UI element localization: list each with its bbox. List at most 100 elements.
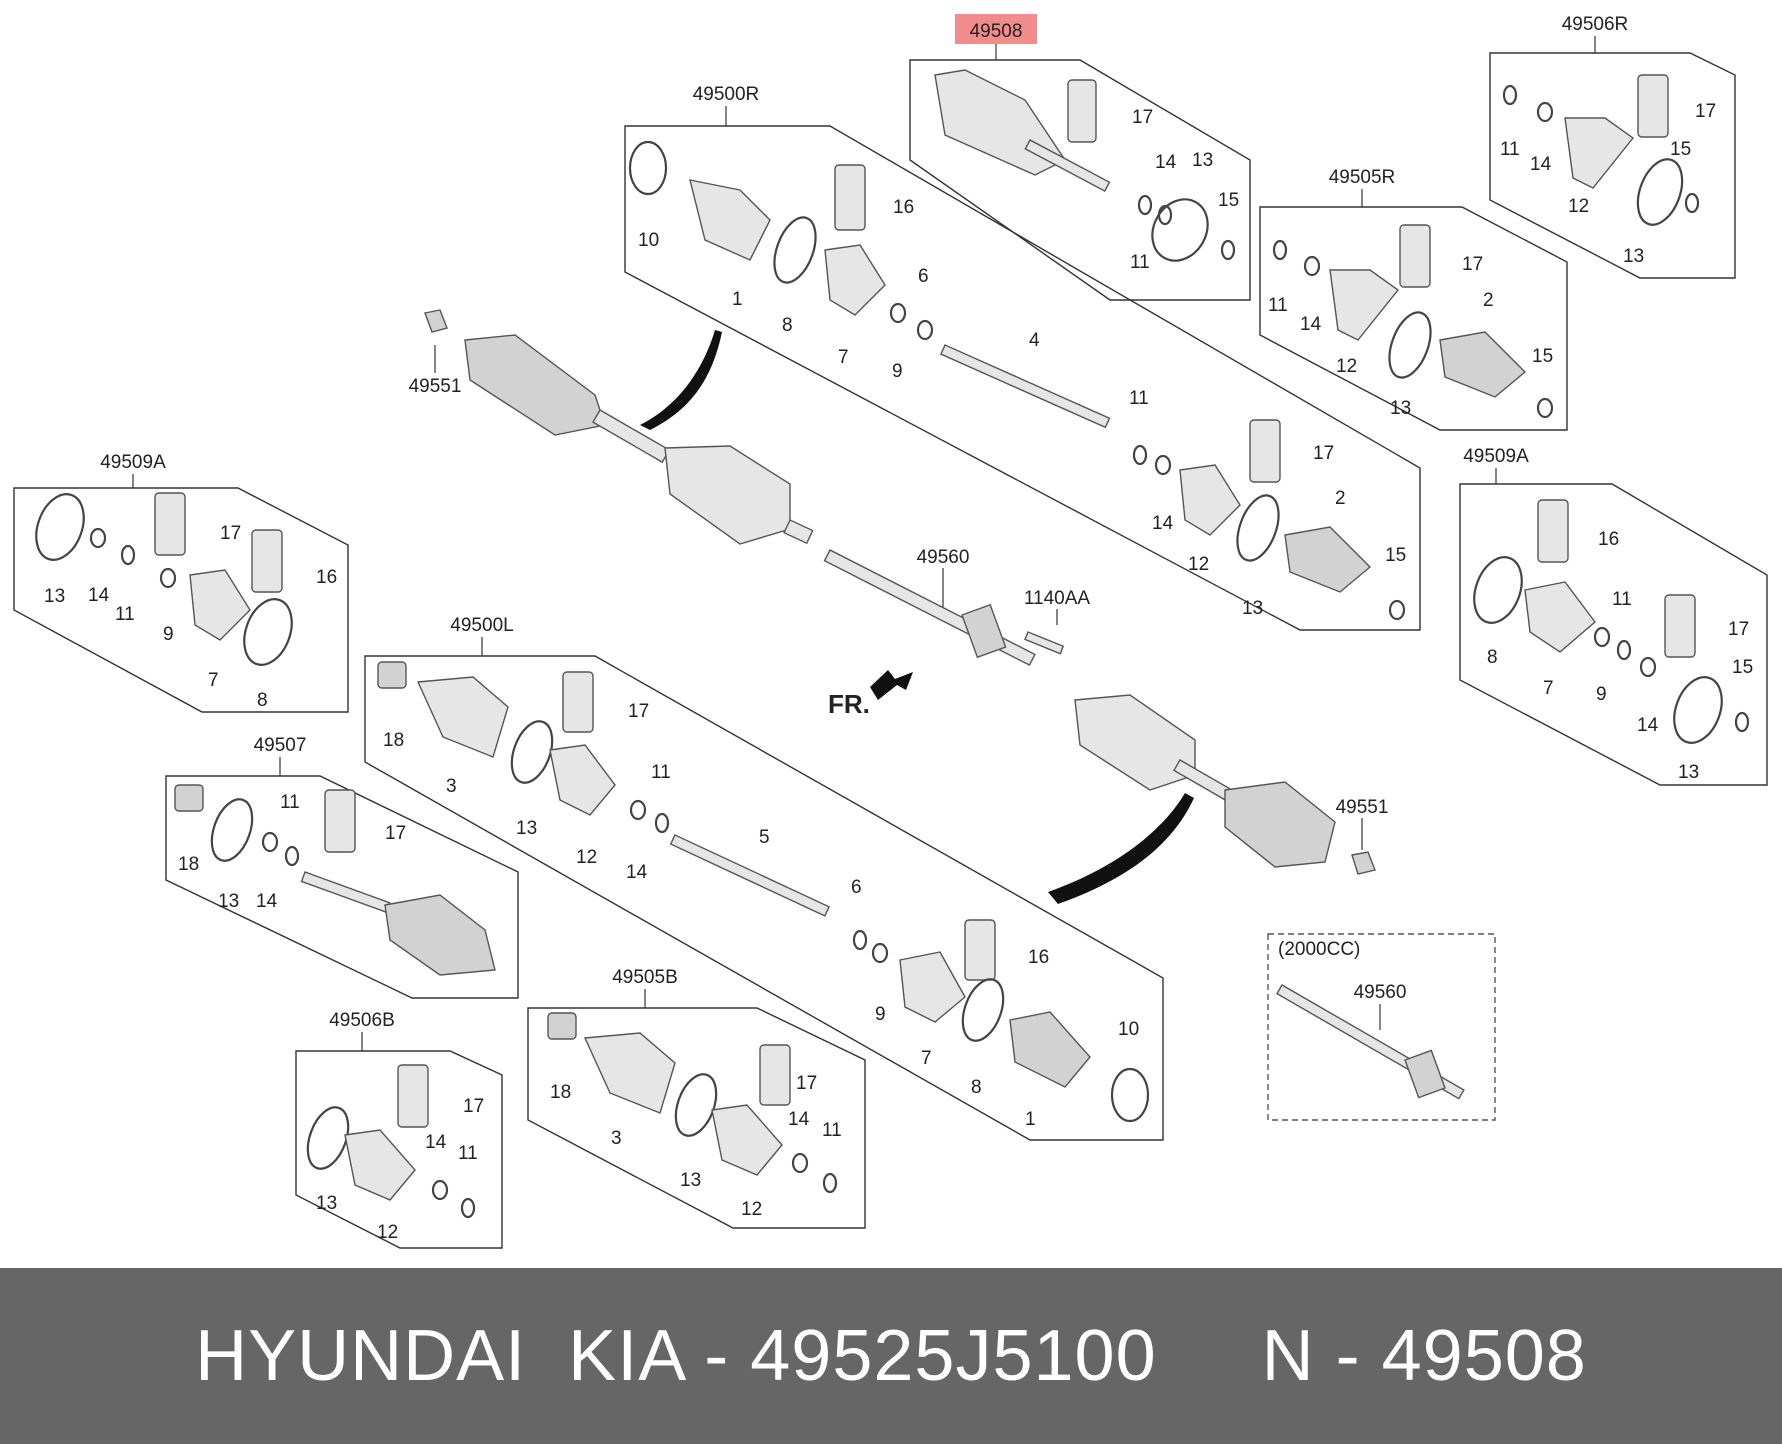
label-49560-center: 49560 (917, 547, 970, 568)
label-49508: 49508 (970, 21, 1023, 42)
part-49509A-left-11: 11 (115, 604, 135, 625)
part-49509A-right-17: 17 (1728, 619, 1749, 640)
part-49505R-11: 11 (1268, 295, 1288, 316)
part-49506R-11: 11 (1500, 139, 1520, 160)
part-49507-18: 18 (178, 854, 199, 875)
assembly-49506R[interactable]: 49506R 11 14 12 17 15 13 (1489, 14, 1736, 279)
part-49506B-12: 12 (377, 1222, 398, 1243)
part-49506R-12: 12 (1568, 196, 1589, 217)
label-49551-top: 49551 (409, 376, 462, 397)
assembly-49509A-left[interactable]: 49509A 13 14 11 17 9 16 7 8 (13, 452, 349, 713)
part-49509A-right-7: 7 (1543, 678, 1554, 699)
part-49505B-12: 12 (741, 1199, 762, 1220)
assembly-49505R[interactable]: 49505R 11 14 12 17 2 13 15 (1259, 167, 1568, 431)
part-49506B-17: 17 (463, 1096, 484, 1117)
label-49500R: 49500R (693, 84, 760, 105)
part-49507-11: 11 (280, 792, 300, 813)
fr-arrow-icon (870, 670, 913, 700)
part-49500R-17: 17 (1313, 443, 1334, 464)
part-49509A-right-9: 9 (1596, 684, 1607, 705)
part-49500L-1: 1 (1025, 1109, 1036, 1130)
part-49509A-left-13: 13 (44, 586, 65, 607)
label-49505R: 49505R (1329, 167, 1396, 188)
label-49507: 49507 (254, 735, 307, 756)
center-shaft: 49551 49560 1140AA 49551 FR. (409, 309, 1389, 904)
part-49505B-11: 11 (822, 1120, 842, 1141)
part-49506R-17: 17 (1695, 101, 1716, 122)
part-49500R-6: 6 (918, 266, 929, 287)
part-49500L-8: 8 (971, 1077, 982, 1098)
label-49509A-right: 49509A (1463, 446, 1529, 467)
assembly-49507[interactable]: 49507 18 13 11 14 17 (165, 735, 519, 999)
assembly-49500R[interactable]: 49500R 10 1 16 8 7 6 9 4 11 17 14 12 13 … (624, 84, 1421, 631)
part-49500L-5: 5 (759, 827, 770, 848)
part-49505R-14: 14 (1300, 314, 1322, 335)
part-49505B-17: 17 (796, 1073, 817, 1094)
part-49500R-16: 16 (893, 197, 914, 218)
part-49508-11: 11 (1130, 252, 1150, 273)
part-49509A-right-16: 16 (1598, 529, 1619, 550)
part-49500L-9: 9 (875, 1004, 886, 1025)
part-49509A-right-14: 14 (1637, 715, 1659, 736)
footer-ref-number: N - 49508 (1261, 1316, 1587, 1396)
part-49500L-18: 18 (383, 730, 404, 751)
assembly-49505B[interactable]: 49505B 18 3 13 17 12 14 11 (527, 967, 866, 1229)
label-49560-option: 49560 (1354, 982, 1407, 1003)
part-49500R-2: 2 (1335, 488, 1346, 509)
part-49507-13: 13 (218, 891, 239, 912)
assembly-49500L[interactable]: 49500L 18 3 17 13 12 11 14 5 6 9 16 7 8 … (364, 615, 1164, 1141)
part-49509A-left-7: 7 (208, 670, 219, 691)
assembly-49509A-right[interactable]: 49509A 8 16 7 11 9 17 14 15 13 (1459, 446, 1768, 786)
label-49509A-left: 49509A (100, 452, 166, 473)
part-49505R-13: 13 (1390, 398, 1411, 419)
part-49500R-4: 4 (1029, 330, 1040, 351)
part-49508-17: 17 (1132, 107, 1153, 128)
label-49505B: 49505B (612, 967, 678, 988)
part-49500L-14: 14 (626, 862, 648, 883)
part-49506B-14: 14 (425, 1132, 447, 1153)
part-49505B-18: 18 (550, 1082, 571, 1103)
option-2000cc[interactable]: (2000CC) 49560 (1267, 933, 1496, 1121)
part-49509A-right-13: 13 (1678, 762, 1699, 783)
part-49509A-left-17: 17 (220, 523, 241, 544)
part-49500R-15: 15 (1385, 545, 1406, 566)
part-49500R-13: 13 (1242, 598, 1263, 619)
part-49505R-12: 12 (1336, 356, 1357, 377)
label-49551-bottom: 49551 (1336, 797, 1389, 818)
part-49509A-left-9: 9 (163, 624, 174, 645)
part-49509A-left-8: 8 (257, 690, 268, 711)
part-49500L-13: 13 (516, 818, 537, 839)
part-49500L-3: 3 (446, 776, 457, 797)
assembly-49508[interactable]: 49508 17 14 13 15 11 (909, 14, 1251, 301)
option-label: (2000CC) (1278, 939, 1360, 960)
footer-bar: HYUNDAI KIA - 49525J5100 N - 49508 (0, 1268, 1782, 1444)
part-49508-15: 15 (1218, 190, 1239, 211)
assembly-49506B[interactable]: 49506B 17 13 14 11 12 (295, 1010, 503, 1249)
part-49500L-11: 11 (651, 762, 671, 783)
label-49506B: 49506B (329, 1010, 395, 1031)
part-49500R-9: 9 (892, 361, 903, 382)
part-49509A-right-8: 8 (1487, 647, 1498, 668)
part-49509A-right-15: 15 (1732, 657, 1753, 678)
part-49500L-7: 7 (921, 1048, 932, 1069)
part-49500R-7: 7 (838, 347, 849, 368)
driveshaft-exploded-diagram: 49508 17 14 13 15 11 49506R 11 14 12 17 … (13, 14, 1768, 1249)
part-49500L-17: 17 (628, 701, 649, 722)
part-49507-14: 14 (256, 891, 278, 912)
part-49506B-11: 11 (458, 1143, 478, 1164)
part-49508-14: 14 (1155, 152, 1177, 173)
part-49505R-2: 2 (1483, 290, 1494, 311)
highlight-49508 (955, 14, 1037, 44)
part-49506R-15: 15 (1670, 139, 1691, 160)
part-49506B-13: 13 (316, 1193, 337, 1214)
part-49500R-8: 8 (782, 315, 793, 336)
part-49506R-14: 14 (1530, 154, 1552, 175)
footer-part-number: HYUNDAI KIA - 49525J5100 (195, 1316, 1157, 1396)
part-49500R-10: 10 (638, 230, 659, 251)
part-49505B-13: 13 (680, 1170, 701, 1191)
part-49509A-left-16: 16 (316, 567, 337, 588)
direction-label: FR. (828, 689, 870, 719)
part-49507-17: 17 (385, 823, 406, 844)
part-49505B-14: 14 (788, 1109, 810, 1130)
label-49506R: 49506R (1562, 14, 1629, 35)
